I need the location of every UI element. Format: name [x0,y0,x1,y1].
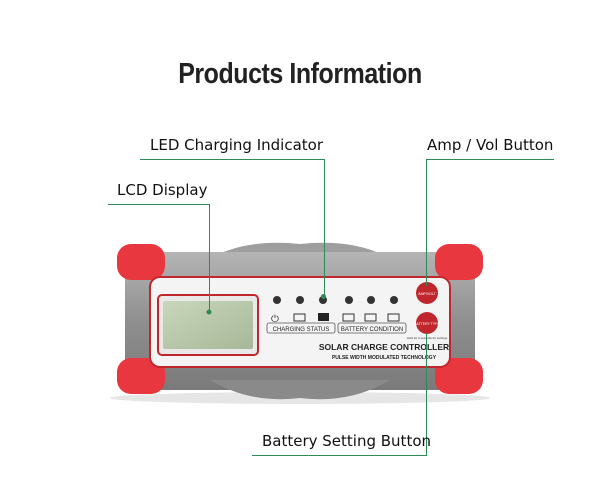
bumper-top-left [117,244,165,280]
led-callout-underline [140,159,325,160]
panel-subtitle: PULSE WIDTH MODULATED TECHNOLOGY [332,355,437,361]
bumper-bottom-right [435,358,483,394]
led-callout-leader [324,159,325,296]
led-4 [345,296,353,304]
battery-callout-underline [252,455,427,456]
amp-callout-underline [427,159,554,160]
amp-volt-button-label: AMP/VOLT [418,292,436,296]
bumper-top-right [435,244,483,280]
page-title: Products Information [178,58,422,90]
led-6 [390,296,398,304]
led-callout-dot [321,294,326,299]
battery-condition-box [337,322,407,334]
battery-type-button-label: BATTERY TYPE [414,322,440,326]
lcd-screen [163,301,253,349]
amp-vol-callout: Amp / Vol Button [427,136,554,154]
led-indicator-callout: LED Charging Indicator [150,136,323,154]
hold-note: Hold for 3 seconds for settings [407,336,448,340]
led-5 [367,296,375,304]
lcd-callout-leader [209,204,210,310]
amp-callout-leader [426,159,427,286]
battery-icon-2 [318,313,329,321]
bumper-bottom-left [117,358,165,394]
battery-setting-callout: Battery Setting Button [262,432,432,450]
amp-volt-button-visual [416,282,438,304]
led-1 [273,296,281,304]
battery-type-button-visual [416,312,438,334]
battery-icon-5 [387,313,400,322]
lcd-display-callout: LCD Display [117,181,208,199]
power-icon: ⏻ [271,314,279,325]
battery-icon-1 [293,313,306,322]
charging-status-label: CHARGING STATUS [273,327,330,333]
panel-title: SOLAR CHARGE CONTROLLER [319,342,449,352]
charging-status-box [266,322,336,334]
battery-condition-label: BATTERY CONDITION [341,327,403,333]
lcd-callout-dot [206,309,212,315]
battery-icon-3 [342,313,355,322]
lcd-callout-underline [108,204,210,205]
led-2 [296,296,304,304]
bottom-hump [210,380,390,400]
battery-icon-4 [364,313,377,322]
battery-callout-leader [426,333,427,455]
